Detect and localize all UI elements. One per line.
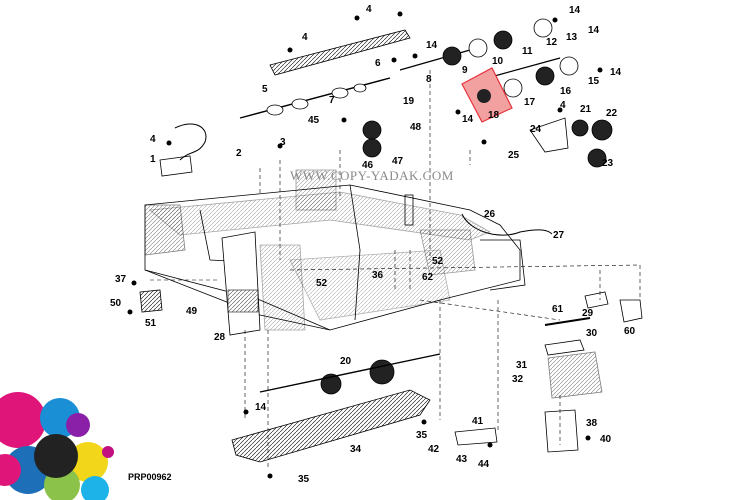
callout-35b: 35	[298, 474, 310, 485]
callout-4c: 4	[150, 134, 156, 145]
callout-17: 17	[524, 97, 536, 108]
callout-42: 42	[428, 444, 440, 455]
callout-13: 13	[566, 32, 578, 43]
callout-7: 7	[329, 95, 335, 106]
callout-38: 38	[586, 418, 598, 429]
callout-24: 24	[530, 124, 542, 135]
callout-1: 1	[150, 154, 156, 165]
callout-6: 6	[375, 58, 381, 69]
callout-5: 5	[262, 84, 268, 95]
callout-35a: 35	[416, 430, 428, 441]
callout-14b: 14	[426, 40, 438, 51]
callout-19: 19	[403, 96, 415, 107]
callout-8: 8	[426, 74, 432, 85]
callout-48: 48	[410, 122, 422, 133]
callout-34: 34	[350, 444, 362, 455]
callout-2: 2	[236, 148, 242, 159]
callout-46: 46	[362, 160, 374, 171]
callout-9: 9	[462, 65, 468, 76]
assembly-leader-lines	[150, 70, 641, 470]
callout-23: 23	[602, 158, 614, 169]
callout-14c: 14	[610, 67, 622, 78]
gear-set	[320, 18, 613, 395]
callout-40: 40	[600, 434, 612, 445]
callout-25: 25	[508, 150, 520, 161]
callout-29: 29	[582, 308, 594, 319]
callout-47: 47	[392, 156, 404, 167]
callout-14d: 14	[462, 114, 474, 125]
right-brackets	[139, 117, 643, 453]
callout-50: 50	[110, 298, 122, 309]
callout-16: 16	[560, 86, 572, 97]
callout-45: 45	[308, 115, 320, 126]
callout-41: 41	[472, 416, 484, 427]
callout-43: 43	[456, 454, 468, 465]
callout-21: 21	[580, 104, 592, 115]
chassis-frame	[144, 169, 526, 331]
callout-labels: 1 2 3 4 4 4 4 5 6 7 8 9 10 11 12 13 14 1…	[110, 4, 636, 485]
callout-3: 3	[280, 137, 286, 148]
callout-20: 20	[340, 356, 352, 367]
callout-32: 32	[512, 374, 524, 385]
callout-14a: 14	[588, 25, 600, 36]
figure-code: PRP00962	[128, 472, 172, 482]
callout-27: 27	[553, 230, 565, 241]
callout-28: 28	[214, 332, 226, 343]
callout-49: 49	[186, 306, 198, 317]
callout-12: 12	[546, 37, 558, 48]
callout-26: 26	[484, 209, 496, 220]
callout-18: 18	[488, 110, 500, 121]
callout-30: 30	[586, 328, 598, 339]
wire-harnesses	[174, 123, 553, 236]
callout-15: 15	[588, 76, 600, 87]
screws	[127, 11, 603, 479]
callout-51: 51	[145, 318, 157, 329]
callout-52a: 52	[316, 278, 328, 289]
watermark-text: WWW.COPY-YADAK.COM	[290, 168, 454, 183]
callout-52b: 52	[432, 256, 444, 267]
callout-22: 22	[606, 108, 618, 119]
callout-11: 11	[522, 46, 533, 57]
brand-logo	[0, 392, 114, 500]
highlighted-part-18[interactable]	[461, 67, 513, 123]
callout-4d: 4	[560, 100, 566, 111]
upper-shaft-assembly	[239, 29, 561, 119]
callout-36: 36	[372, 270, 384, 281]
callout-31: 31	[516, 360, 528, 371]
callout-61: 61	[552, 304, 564, 315]
callout-44: 44	[478, 459, 490, 470]
callout-60: 60	[624, 326, 636, 337]
callout-14f: 14	[569, 5, 581, 16]
callout-4b: 4	[366, 4, 372, 15]
callout-37: 37	[115, 274, 127, 285]
callout-14e: 14	[255, 402, 267, 413]
callout-4a: 4	[302, 32, 308, 43]
callout-10: 10	[492, 56, 504, 67]
callout-62: 62	[422, 272, 434, 283]
lower-guide-assembly	[221, 231, 441, 463]
